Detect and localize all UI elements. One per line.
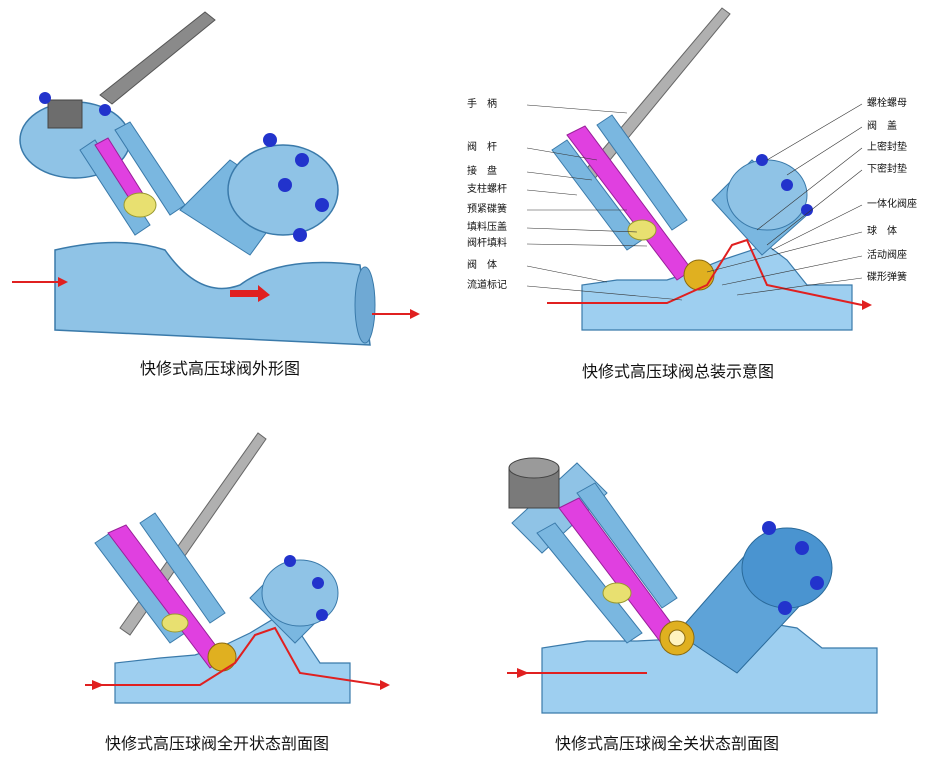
- label-integrated-seat: 一体化阀座: [867, 199, 917, 210]
- label-lower-gasket: 下密封垫: [867, 164, 907, 175]
- label-upper-gasket: 上密封垫: [867, 142, 907, 153]
- label-preload-disc-spring: 预紧碟簧: [467, 204, 507, 215]
- label-flow-mark: 流道标记: [467, 280, 507, 291]
- label-floating-seat: 活动阀座: [867, 250, 907, 261]
- figure-exterior: 快修式高压球阀外形图: [0, 0, 467, 383]
- caption-closed-section: 快修式高压球阀全关状态剖面图: [555, 734, 780, 753]
- figure-closed-section: 快修式高压球阀全关状态剖面图: [467, 383, 935, 766]
- figure-open-section: 快修式高压球阀全开状态剖面图: [0, 383, 467, 766]
- valve-closed-section-illustration: [507, 457, 878, 714]
- valve-open-section-illustration: [85, 432, 390, 704]
- label-belleville-spring: 碟形弹簧: [867, 272, 907, 283]
- label-handle: 手 柄: [467, 99, 497, 110]
- label-valve-body: 阀 体: [467, 260, 497, 271]
- valve-exterior-illustration: [12, 11, 420, 346]
- caption-open-section: 快修式高压球阀全开状态剖面图: [105, 734, 330, 753]
- label-stem: 阀 杆: [467, 142, 497, 153]
- caption-assembly: 快修式高压球阀总装示意图: [582, 362, 775, 381]
- caption-exterior: 快修式高压球阀外形图: [140, 359, 301, 378]
- label-column-bolt: 支柱螺杆: [467, 184, 507, 195]
- label-connecting-plate: 接 盘: [467, 166, 497, 177]
- figure-assembly: 手 柄 阀 杆 接 盘 支柱螺杆 预紧碟簧 填料压盖 阀杆填料 阀 体 流道标记…: [467, 0, 935, 383]
- label-ball: 球 体: [867, 226, 897, 237]
- valve-assembly-illustration: [526, 7, 872, 331]
- label-packing-gland: 填料压盖: [467, 222, 507, 233]
- label-bolt-nut: 螺栓螺母: [867, 98, 907, 109]
- label-stem-packing: 阀杆填料: [467, 238, 507, 249]
- label-bonnet: 阀 盖: [867, 121, 897, 132]
